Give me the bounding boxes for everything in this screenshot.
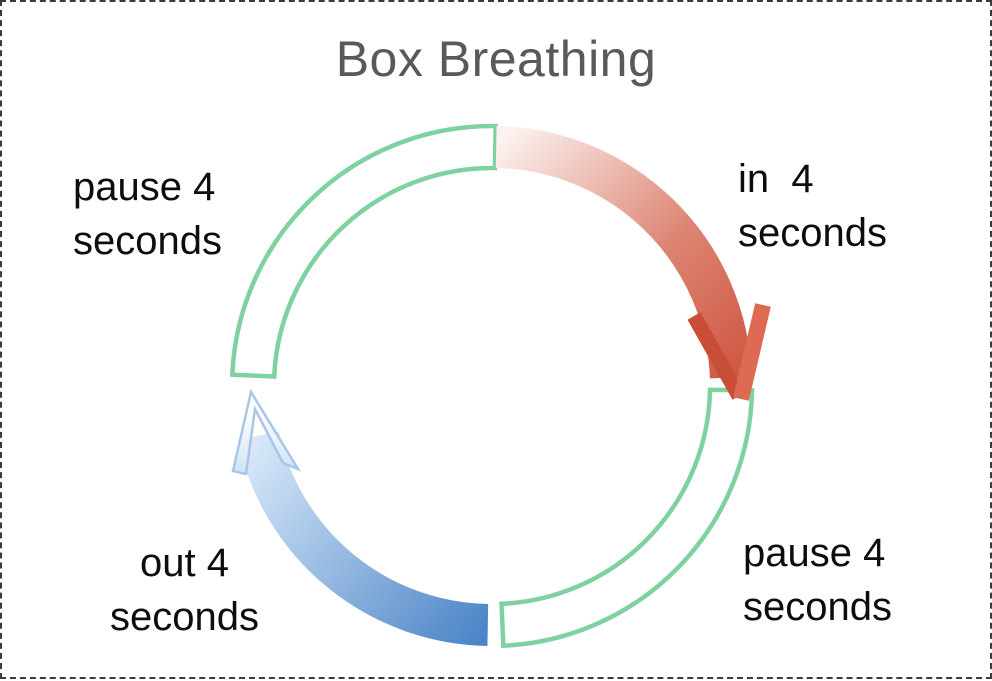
label-inhale: in 4 seconds	[738, 157, 887, 255]
diagram-title: Box Breathing	[335, 31, 657, 87]
arc-pause-bottom-right	[499, 387, 755, 649]
inhale-arrowhead-left-prong	[687, 312, 746, 400]
exhale-arrowhead-icon	[231, 388, 302, 476]
inhale-arrowhead-right-prong	[733, 303, 771, 401]
arc-exhale-shaft	[237, 431, 489, 646]
label-exhale: out 4 seconds	[110, 541, 259, 639]
arc-pause-top-left	[229, 123, 498, 379]
label-pause-after-in: pause 4 seconds	[743, 531, 892, 629]
arc-inhale-shaft	[495, 126, 752, 379]
label-pause-after-out: pause 4 seconds	[73, 165, 222, 263]
inhale-arrowhead-icon	[687, 303, 771, 401]
